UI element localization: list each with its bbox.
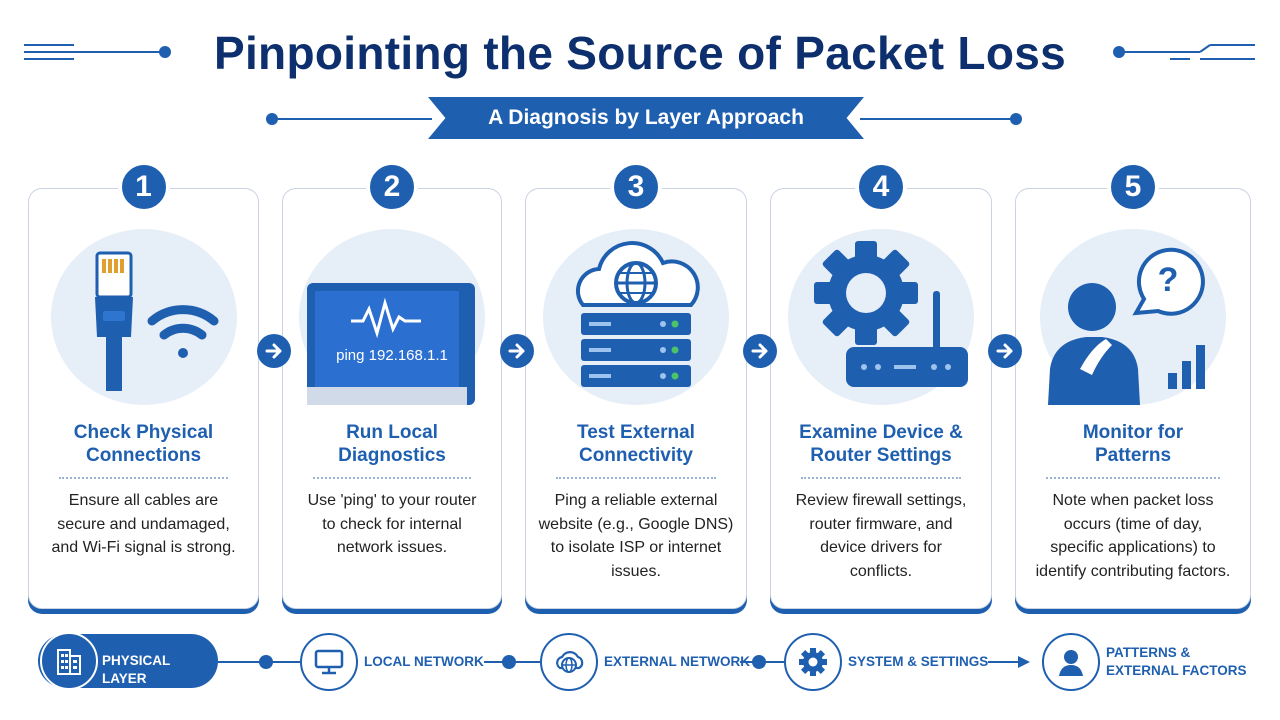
- step-divider: [1046, 477, 1220, 479]
- step-description: Note when packet loss occurs (time of da…: [1035, 492, 1231, 580]
- arrow-right-icon: [508, 343, 525, 359]
- legend-label: PHYSICAL LAYER: [102, 653, 171, 686]
- legend-item-physical-layer: PHYSICAL LAYER: [38, 632, 218, 690]
- step-number-badge: 5: [1107, 161, 1159, 213]
- screen-text: ping 192.168.1.1: [336, 347, 448, 364]
- step-description: Ping a reliable external website (e.g., …: [538, 492, 734, 580]
- step-title: Examine Device & Router Settings: [799, 422, 963, 466]
- wifi-icon: [147, 305, 218, 358]
- step-description: Review firewall settings, router firmwar…: [795, 492, 967, 580]
- step-title: Monitor for Patterns: [1082, 422, 1184, 466]
- header-left-decoration: [24, 38, 174, 68]
- legend-item-local-network: [300, 633, 358, 691]
- bar-chart-icon: [1168, 345, 1205, 389]
- step-card-1: 1 Check Physical Connections Ensu: [28, 161, 259, 609]
- gear-icon: [814, 241, 918, 345]
- step-illustration: [50, 229, 237, 405]
- step-description: Use 'ping' to your router to check for i…: [307, 492, 477, 556]
- subtitle-left-line: [272, 118, 432, 120]
- legend-item-system-settings: [784, 633, 842, 691]
- waveform-icon: [351, 297, 421, 339]
- step-divider: [313, 477, 471, 479]
- step-card-3: 3 Test Externa: [525, 161, 747, 609]
- gear-icon: [799, 648, 827, 676]
- legend-connector: [988, 661, 1018, 663]
- question-bubble-icon: ?: [1132, 247, 1205, 316]
- step-number-badge: 2: [366, 161, 418, 213]
- cloud-globe-icon: [575, 241, 700, 307]
- arrow-right-icon: [751, 343, 768, 359]
- step-divider: [801, 477, 961, 479]
- legend-label: EXTERNAL NETWORK: [604, 654, 751, 669]
- legend-connector-dot: [752, 655, 766, 669]
- legend-item-patterns: [1042, 633, 1100, 691]
- step-arrow-3-4: [743, 334, 777, 368]
- header-right-decoration: [1110, 38, 1260, 68]
- arrow-right-icon: [996, 343, 1013, 359]
- step-number-badge: 1: [117, 161, 170, 213]
- person-icon: [1059, 650, 1083, 676]
- step-divider: [59, 477, 228, 479]
- step-title: Run Local Diagnostics: [338, 422, 446, 466]
- svg-text:?: ?: [1158, 261, 1179, 299]
- server-stack-icon: [581, 313, 691, 387]
- step-title: Check Physical Connections: [73, 422, 214, 466]
- monitor-icon: [307, 283, 475, 405]
- step-card-5: 5 ? Monitor for Patterns Note when packe…: [1015, 161, 1251, 609]
- step-illustration: [788, 229, 974, 405]
- monitor-icon: [314, 649, 344, 675]
- router-icon: [846, 291, 968, 387]
- legend-label: PATTERNS & EXTERNAL FACTORS: [1106, 645, 1247, 678]
- legend-label: LOCAL NETWORK: [364, 654, 484, 669]
- step-arrow-4-5: [988, 334, 1022, 368]
- step-title: Test External Connectivity: [577, 422, 695, 466]
- cloud-globe-icon: [556, 651, 584, 673]
- step-arrow-2-3: [500, 334, 534, 368]
- subtitle-right-line: [860, 118, 1012, 120]
- legend-connector-dot: [259, 655, 273, 669]
- arrow-right-icon: [265, 343, 282, 359]
- subtitle-banner: A Diagnosis by Layer Approach: [428, 97, 864, 139]
- legend-connector-dot: [502, 655, 516, 669]
- step-card-4: 4: [770, 161, 992, 609]
- ethernet-cable-icon: [94, 251, 133, 391]
- step-arrow-1-2: [257, 334, 291, 368]
- step-illustration: [543, 229, 729, 405]
- step-number-badge: 3: [610, 161, 662, 213]
- step-illustration: ping 192.168.1.1: [299, 229, 485, 405]
- step-illustration: ?: [1040, 229, 1226, 405]
- page-title: Pinpointing the Source of Packet Loss: [214, 27, 1066, 79]
- legend-label: SYSTEM & SETTINGS: [848, 654, 989, 669]
- building-icon: [40, 632, 98, 690]
- step-card-2: 2 ping 192.168.1.1 Run Local Diagnostics…: [282, 161, 502, 609]
- thinking-person-icon: [1048, 283, 1140, 405]
- step-divider: [556, 477, 716, 479]
- step-number-badge: 4: [855, 161, 907, 213]
- legend-item-external-network: [540, 633, 598, 691]
- legend-connector-arrow: [1018, 656, 1030, 668]
- step-description: Ensure all cables are secure and undamag…: [51, 492, 236, 556]
- subtitle-right-dot: [1010, 113, 1022, 125]
